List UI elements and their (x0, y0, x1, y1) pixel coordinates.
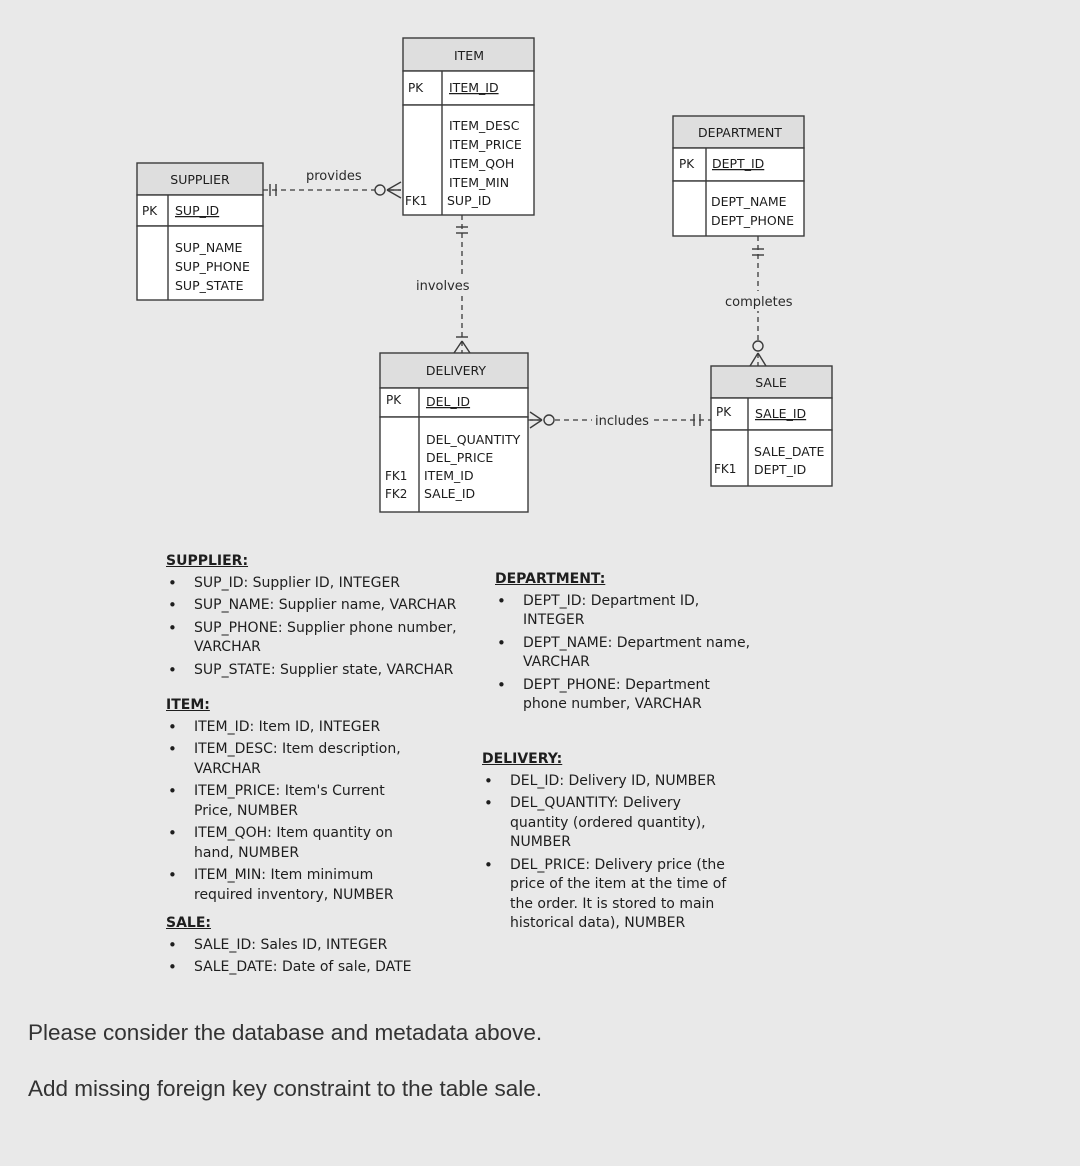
metadata-heading-sale: SALE: (166, 915, 212, 931)
metadata-heading-item: ITEM: (166, 697, 210, 713)
delivery-fk-label: FK2 (385, 487, 407, 501)
department-attribute: DEPT_PHONE (711, 213, 794, 228)
item-attribute: ITEM_PRICE (449, 137, 522, 152)
sale-pk-label: PK (716, 405, 732, 419)
item-fk-attribute: SUP_ID (447, 193, 491, 208)
relationship-provides: provides (263, 169, 402, 199)
entity-sale[interactable]: SALE PK SALE_ID SALE_DATE FK1 DEPT_ID (710, 365, 833, 487)
sale-pk-attribute: SALE_ID (755, 406, 806, 421)
delivery-pk-attribute: DEL_ID (426, 394, 470, 409)
metadata-list-supplier: SUP_ID: Supplier ID, INTEGER SUP_NAME: S… (166, 574, 476, 681)
supplier-entity-name: SUPPLIER (170, 172, 230, 187)
metadata-item: SUP_PHONE: Supplier phone number, VARCHA… (168, 619, 476, 658)
metadata-supplier: SUPPLIER: SUP_ID: Supplier ID, INTEGER S… (166, 552, 476, 683)
item-entity-name: ITEM (454, 48, 484, 63)
relationship-includes: includes (528, 410, 711, 430)
metadata-item: ITEM_PRICE: Item's Current Price, NUMBER (168, 782, 416, 821)
metadata-department: DEPARTMENT: DEPT_ID: Department ID, INTE… (495, 570, 765, 718)
supplier-pk-attribute: SUP_ID (175, 203, 219, 218)
relationship-label-includes: includes (595, 414, 649, 429)
supplier-attribute: SUP_PHONE (175, 259, 250, 274)
er-diagram: ITEM PK ITEM_ID ITEM_DESC ITEM_PRICE ITE… (136, 37, 833, 513)
item-attribute: ITEM_DESC (449, 118, 520, 133)
delivery-attribute: DEL_QUANTITY (426, 432, 521, 447)
metadata-item: DEPT_NAME: Department name, VARCHAR (497, 634, 763, 673)
metadata-heading-department: DEPARTMENT: (495, 571, 606, 587)
item-pk-attribute: ITEM_ID (449, 80, 499, 95)
sale-entity-name: SALE (755, 375, 787, 390)
delivery-entity-name: DELIVERY (426, 363, 487, 378)
metadata-item: SALE_DATE: Date of sale, DATE (168, 958, 446, 978)
relationship-completes: completes (722, 236, 794, 367)
metadata-sale: SALE: SALE_ID: Sales ID, INTEGER SALE_DA… (166, 914, 446, 981)
sale-fk-attribute: DEPT_ID (754, 462, 806, 477)
metadata-heading-delivery: DELIVERY: (482, 751, 563, 767)
delivery-attribute: DEL_PRICE (426, 450, 493, 465)
department-entity-name: DEPARTMENT (698, 125, 782, 140)
metadata-list-department: DEPT_ID: Department ID, INTEGER DEPT_NAM… (495, 592, 765, 715)
relationship-label-provides: provides (306, 169, 362, 184)
metadata-item-table: ITEM: ITEM_ID: Item ID, INTEGER ITEM_DES… (166, 696, 416, 908)
question-line-2: Add missing foreign key constraint to th… (28, 1076, 543, 1101)
item-fk-label: FK1 (405, 194, 427, 208)
metadata-item: DEPT_ID: Department ID, INTEGER (497, 592, 713, 631)
department-pk-attribute: DEPT_ID (712, 156, 764, 171)
item-attribute: ITEM_QOH (449, 156, 514, 171)
delivery-fk-attribute: ITEM_ID (424, 468, 474, 483)
relationship-label-completes: completes (725, 295, 793, 310)
sale-fk-label: FK1 (714, 462, 736, 476)
metadata-list-item: ITEM_ID: Item ID, INTEGER ITEM_DESC: Ite… (166, 718, 416, 906)
question-line-1: Please consider the database and metadat… (28, 1020, 543, 1045)
metadata-item: DEL_ID: Delivery ID, NUMBER (484, 772, 732, 792)
department-pk-label: PK (679, 157, 695, 171)
metadata-list-delivery: DEL_ID: Delivery ID, NUMBER DEL_QUANTITY… (482, 772, 732, 934)
metadata-delivery: DELIVERY: DEL_ID: Delivery ID, NUMBER DE… (482, 750, 732, 937)
department-attribute: DEPT_NAME (711, 194, 787, 209)
supplier-pk-label: PK (142, 204, 158, 218)
metadata-item: ITEM_ID: Item ID, INTEGER (168, 718, 416, 738)
supplier-attribute: SUP_STATE (175, 278, 244, 293)
metadata-heading-supplier: SUPPLIER: (166, 553, 249, 569)
item-attribute: ITEM_MIN (449, 175, 509, 190)
entity-department[interactable]: DEPARTMENT PK DEPT_ID DEPT_NAME DEPT_PHO… (672, 115, 805, 237)
delivery-fk-attribute: SALE_ID (424, 486, 475, 501)
delivery-fk-label: FK1 (385, 469, 407, 483)
metadata-item: DEL_QUANTITY: Delivery quantity (ordered… (484, 794, 715, 853)
metadata-list-sale: SALE_ID: Sales ID, INTEGER SALE_DATE: Da… (166, 936, 446, 978)
entity-delivery[interactable]: DELIVERY PK DEL_ID DEL_QUANTITY DEL_PRIC… (379, 352, 529, 513)
supplier-attribute: SUP_NAME (175, 240, 243, 255)
metadata-item: ITEM_DESC: Item description, VARCHAR (168, 740, 416, 779)
metadata-item: ITEM_MIN: Item minimum required inventor… (168, 866, 416, 905)
relationship-involves: involves (413, 215, 471, 354)
metadata-item: DEPT_PHONE: Department phone number, VAR… (497, 676, 723, 715)
metadata-item: SALE_ID: Sales ID, INTEGER (168, 936, 446, 956)
sale-attribute: SALE_DATE (754, 444, 824, 459)
item-pk-label: PK (408, 81, 424, 95)
metadata-item: SUP_STATE: Supplier state, VARCHAR (168, 661, 476, 681)
metadata-item: DEL_PRICE: Delivery price (the price of … (484, 856, 730, 934)
metadata-item: SUP_ID: Supplier ID, INTEGER (168, 574, 476, 594)
metadata-item: SUP_NAME: Supplier name, VARCHAR (168, 596, 476, 616)
metadata-item: ITEM_QOH: Item quantity on hand, NUMBER (168, 824, 416, 863)
entity-item[interactable]: ITEM PK ITEM_ID ITEM_DESC ITEM_PRICE ITE… (402, 37, 535, 216)
relationship-label-involves: involves (416, 279, 470, 294)
entity-supplier[interactable]: SUPPLIER PK SUP_ID SUP_NAME SUP_PHONE SU… (136, 162, 264, 301)
delivery-pk-label: PK (386, 393, 402, 407)
